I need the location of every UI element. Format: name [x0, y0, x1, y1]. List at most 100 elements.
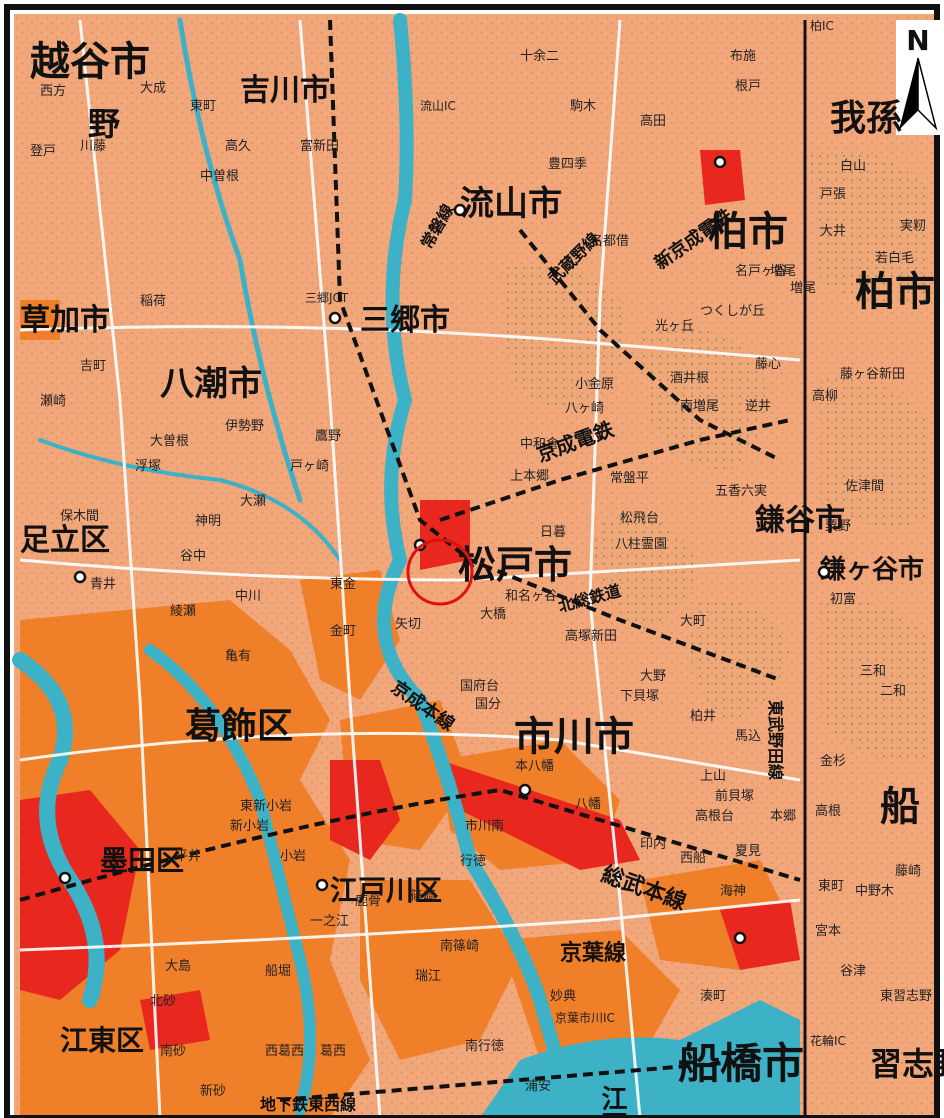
- district-label: 矢切: [395, 617, 421, 632]
- station-markers: [58, 155, 831, 945]
- city-label: 墨田区: [100, 844, 184, 877]
- district-label: 富新田: [300, 138, 339, 154]
- district-label: 西方: [40, 83, 66, 99]
- district-label: 鷹野: [315, 429, 341, 444]
- tokyo-bay: [480, 1000, 800, 1118]
- city-label: 江戸川区: [330, 874, 442, 907]
- railway-label: 東武野田線: [766, 700, 785, 780]
- district-label: 行徳: [460, 854, 486, 869]
- district-label: 金杉: [820, 753, 846, 769]
- district-label: 初富: [830, 591, 856, 607]
- district-label: 酒井根: [670, 371, 709, 386]
- district-label: 藤ヶ谷新田: [840, 366, 905, 382]
- district-label: 小岩: [280, 849, 306, 864]
- district-label: 葛西: [320, 1044, 346, 1059]
- district-label: 青井: [90, 577, 116, 592]
- district-label: 戸張: [820, 187, 846, 202]
- district-label: 市川南: [465, 818, 504, 834]
- district-label: 大島: [165, 959, 191, 974]
- district-label: 鹿骨: [355, 893, 381, 909]
- rivers: [12, 13, 617, 1118]
- district-label: 名戸ヶ谷: [735, 263, 787, 279]
- city-label: 野: [88, 105, 120, 143]
- interchange-label: 花輪IC: [810, 1033, 846, 1048]
- district-label: 本郷: [770, 809, 796, 824]
- district-label: 保木間: [60, 509, 99, 524]
- district-label: 大瀬: [240, 494, 266, 509]
- city-label: 草加市: [20, 303, 110, 338]
- district-label: 八幡: [575, 797, 601, 812]
- river-label: 江戸川: [597, 1085, 627, 1118]
- city-label: 三郷市: [360, 303, 450, 338]
- location-highlight-circle[interactable]: [406, 538, 474, 606]
- district-label: 湊町: [700, 989, 726, 1004]
- district-label: 高根: [815, 803, 841, 819]
- district-label: 中曽根: [200, 169, 239, 184]
- district-label: 名都借: [590, 233, 629, 249]
- city-label: 我孫: [830, 98, 902, 139]
- district-label: 高柳: [812, 388, 838, 404]
- north-arrow: N: [896, 20, 940, 135]
- district-label: 上山: [700, 769, 726, 784]
- district-label: 上本郷: [510, 469, 549, 484]
- district-label: 下貝塚: [620, 689, 659, 704]
- district-label: 駒木: [570, 99, 596, 114]
- district-label: 高久: [225, 138, 251, 154]
- district-label: 和名ヶ谷: [505, 588, 557, 604]
- district-label: 東新小岩: [240, 798, 292, 814]
- district-label: 東習志野: [880, 988, 932, 1004]
- district-label: 大曽根: [150, 434, 189, 449]
- district-label: 東町: [190, 98, 216, 114]
- district-label: 登戸: [30, 144, 56, 159]
- city-label: 越谷市: [30, 39, 150, 85]
- district-label: 平井: [175, 849, 201, 864]
- district-label: 五香六実: [715, 483, 767, 499]
- district-label: 新小岩: [230, 818, 269, 834]
- district-label: 夏見: [735, 844, 761, 859]
- district-label: 粟野: [825, 519, 851, 534]
- city-label: 鎌ヶ谷市: [820, 554, 924, 585]
- district-label: 浮塚: [135, 459, 161, 474]
- district-label: 豊四季: [548, 157, 587, 172]
- district-label: 谷中: [180, 549, 206, 564]
- district-label: 吉町: [80, 359, 106, 374]
- district-label: 藤心: [755, 357, 781, 372]
- district-label: 篠崎: [410, 889, 436, 904]
- district-label: 根戸: [735, 79, 761, 94]
- district-label: 中和倉: [520, 437, 559, 452]
- district-label: 佐津間: [845, 479, 884, 494]
- district-label: 南砂: [160, 1043, 186, 1059]
- district-label: 大井: [820, 224, 846, 239]
- city-label: 柏市: [855, 269, 935, 315]
- map-frame: [4, 4, 940, 1118]
- district-label: 八柱霊園: [615, 537, 667, 552]
- city-label: 八潮市: [160, 364, 262, 404]
- district-label: 高田: [640, 113, 666, 129]
- district-label: 北砂: [150, 994, 176, 1009]
- city-label: 江東区: [60, 1024, 144, 1057]
- city-label: 足立区: [20, 523, 110, 558]
- district-label: 大橋: [480, 607, 506, 622]
- district-label: 西葛西: [265, 1044, 304, 1059]
- district-label: 大野: [640, 669, 666, 684]
- district-label: 亀有: [225, 649, 251, 664]
- district-label: 逆井: [745, 398, 771, 414]
- district-label: 戸ヶ崎: [290, 459, 329, 474]
- interchange-label: 流山IC: [420, 99, 456, 113]
- city-label: 葛飾区: [185, 706, 293, 747]
- district-label: 高根台: [695, 808, 734, 824]
- district-label: 大成: [140, 81, 166, 96]
- district-label: つくしが丘: [700, 304, 765, 319]
- district-label: 谷津: [840, 964, 866, 979]
- district-label: 神明: [195, 514, 221, 529]
- district-label: 国府台: [460, 679, 499, 694]
- district-label: 馬込: [735, 729, 761, 744]
- district-label: 川藤: [80, 139, 106, 154]
- city-label: 柏市: [708, 209, 788, 255]
- district-label: 瀬崎: [40, 394, 66, 409]
- railway-label: 京葉線: [560, 940, 626, 966]
- city-label: 船橋市: [678, 1039, 804, 1088]
- district-label: 藤崎: [895, 864, 921, 879]
- district-label: 高塚新田: [565, 628, 617, 644]
